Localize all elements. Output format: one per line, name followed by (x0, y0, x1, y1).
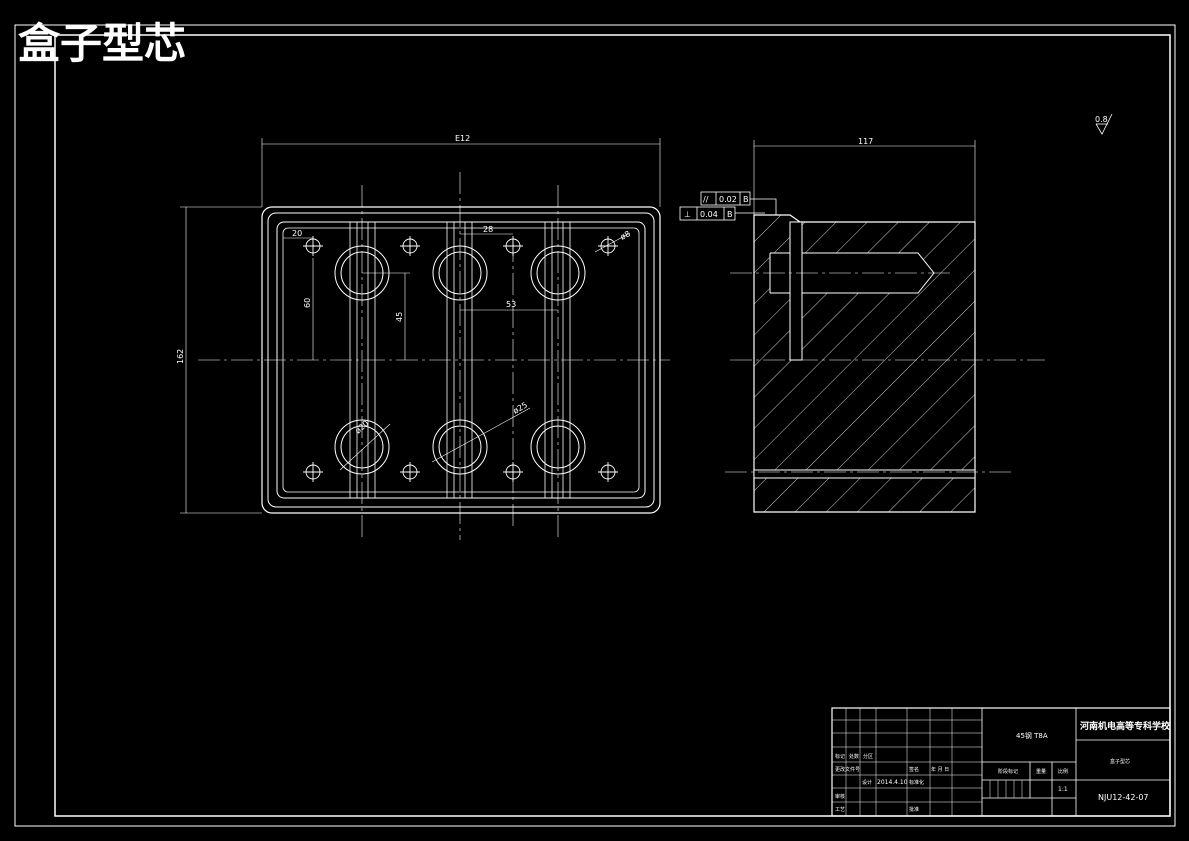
dim-45: 45 (395, 312, 404, 322)
dim-53: 53 (506, 300, 516, 309)
cell-ymd: 年 月 日 (931, 766, 949, 773)
part-name: 盒子型芯 (1110, 758, 1130, 765)
tol-par-value: 0.02 (719, 195, 737, 204)
front-dimensions (180, 138, 661, 514)
date: 2014.4.10 (877, 779, 908, 786)
school-name: 河南机电高等专科学校 (1080, 720, 1171, 732)
cell-review: 审核 (835, 793, 845, 800)
front-view (180, 138, 670, 540)
side-labels: 117 // 0.02 B ⊥ 0.04 B (684, 137, 873, 219)
roughness-value: 0.8 (1095, 115, 1108, 124)
side-view (679, 140, 1045, 513)
tol-perp-symbol: ⊥ (684, 210, 691, 219)
drawing-title: 盒子型芯 (18, 19, 186, 68)
vertical-channel (789, 221, 803, 361)
cell-ratio: 比例 (1058, 768, 1068, 775)
dim-20: 20 (292, 229, 302, 238)
cell-mark: 标记 (835, 753, 845, 760)
small-holes (303, 236, 618, 482)
dim-width: E12 (455, 134, 470, 143)
roughness-symbol (1095, 113, 1113, 135)
tol-par-datum: B (743, 195, 749, 204)
drawing-no: NJU12-42-07 (1098, 793, 1149, 802)
cell-weight: 重量 (1036, 768, 1046, 775)
tol-perp-datum: B (727, 210, 733, 219)
dim-60: 60 (303, 298, 312, 308)
bottom-channel (753, 469, 976, 479)
cell-design: 设计 (862, 779, 872, 786)
tol-par-symbol: // (703, 195, 709, 204)
cell-zone: 分区 (863, 753, 873, 760)
cell-sign: 签名 (909, 766, 919, 773)
scale: 1:1 (1058, 786, 1068, 793)
dia-small: ø8 (619, 229, 632, 242)
tol-frame-parallel (700, 191, 751, 206)
inner-frame (54, 34, 1171, 817)
side-width: 117 (858, 137, 873, 146)
cell-stage-mark: 阶段标记 (998, 768, 1018, 775)
cell-approve: 批准 (909, 806, 919, 813)
outer-frame (14, 24, 1176, 827)
tol-perp-value: 0.04 (700, 210, 718, 219)
dim-28: 28 (483, 225, 493, 234)
bosses-bottom (334, 419, 586, 475)
dim-height: 162 (176, 349, 185, 364)
title-block (831, 707, 1171, 817)
material: 45钢 T8A (1016, 731, 1048, 740)
cell-count: 处数 (849, 753, 859, 760)
cell-change-doc: 更改文件号 (835, 766, 860, 773)
cell-process: 工艺 (835, 807, 845, 813)
centerlines (198, 172, 670, 540)
cell-standardize: 标准化 (909, 779, 924, 786)
tol-frame-perp (679, 206, 736, 221)
title-block-text: 45钢 T8A 河南机电高等专科学校 盒子型芯 NJU12-42-07 1:1 … (835, 720, 1171, 813)
